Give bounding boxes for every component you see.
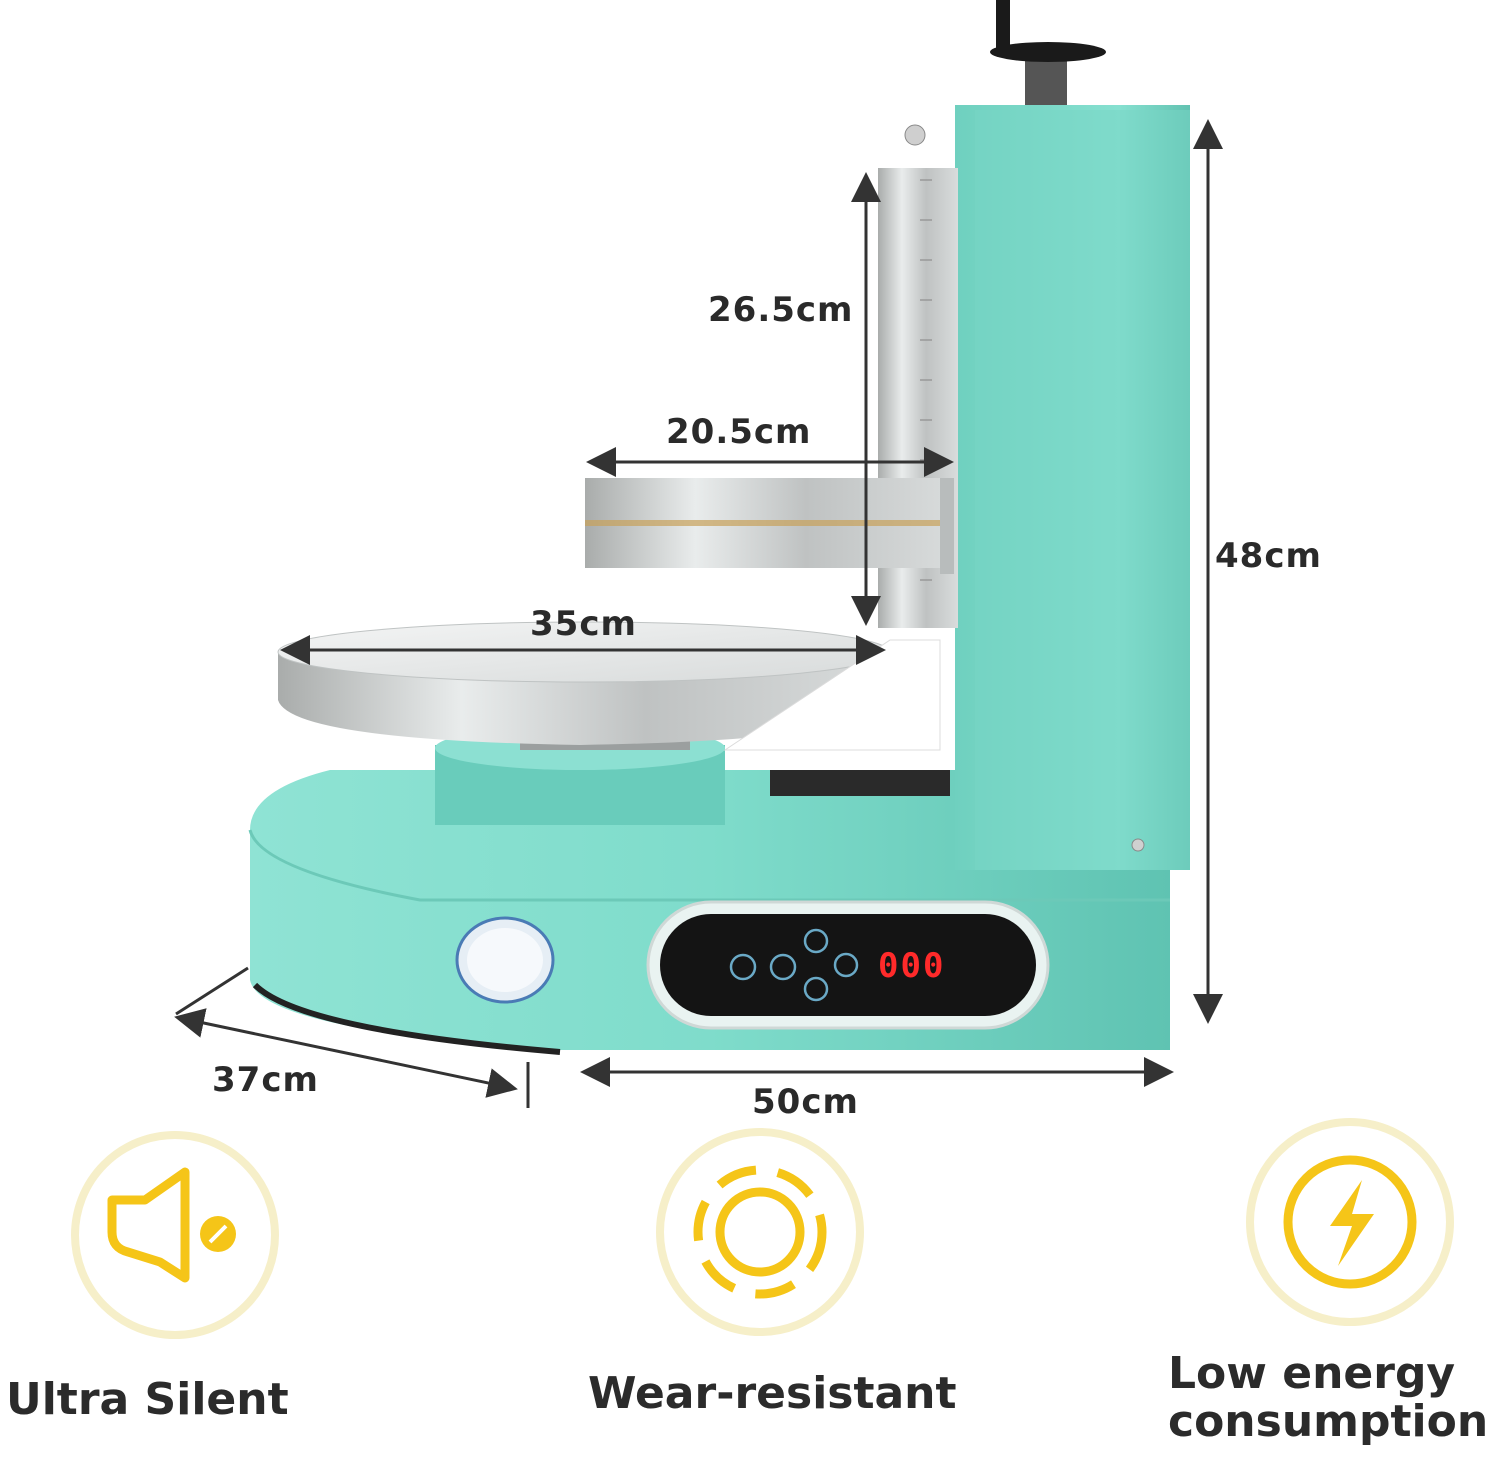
power-icon[interactable]	[729, 953, 757, 981]
feature-label-silent: Ultra Silent	[6, 1374, 289, 1425]
scraper-blade	[585, 478, 954, 574]
feature-label-energy: Low energy consumption	[1168, 1350, 1488, 1445]
lightning-icon	[1330, 1180, 1374, 1266]
dimension-turntable-diameter: 35cm	[530, 604, 637, 644]
feature-icon-energy	[1246, 1118, 1454, 1326]
dimension-scraper-width: 20.5cm	[666, 412, 812, 452]
speaker-mute-icon	[107, 1167, 190, 1283]
feature-label-energy-line1: Low energy	[1168, 1348, 1456, 1399]
start-icon[interactable]	[833, 952, 859, 978]
dimension-column-height: 26.5cm	[708, 290, 854, 330]
up-arrow-icon[interactable]	[803, 928, 829, 954]
feature-icon-wear	[656, 1128, 864, 1336]
led-display: 000	[878, 946, 945, 986]
certificate-sticker	[455, 916, 555, 1004]
drive-shaft	[770, 770, 950, 796]
machine-column	[955, 0, 1190, 870]
reset-icon[interactable]	[769, 953, 797, 981]
feature-label-wear: Wear-resistant	[588, 1368, 957, 1419]
down-arrow-icon[interactable]	[803, 976, 829, 1002]
dimension-depth: 37cm	[212, 1060, 319, 1100]
dimension-arrows	[174, 119, 1223, 1108]
dimension-total-height: 48cm	[1215, 536, 1322, 576]
feature-label-energy-line2: consumption	[1168, 1395, 1489, 1447]
control-panel: 000	[646, 900, 1050, 1030]
feature-icon-silent	[71, 1131, 279, 1339]
dimension-width: 50cm	[752, 1082, 859, 1122]
ring-icon	[715, 1187, 805, 1277]
